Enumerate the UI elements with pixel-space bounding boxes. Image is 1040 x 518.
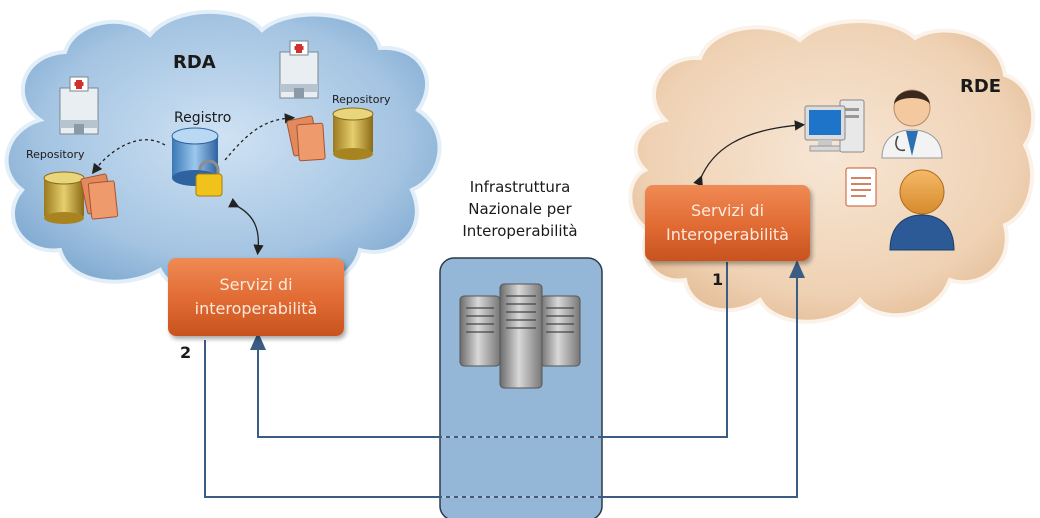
hospital-icon <box>279 40 319 99</box>
database-lock-icon <box>171 127 223 197</box>
service-box-rde-line2: Interoperabilità <box>666 225 789 244</box>
documents-icon <box>286 115 326 162</box>
documents-icon <box>845 167 877 207</box>
person-icon <box>889 169 955 251</box>
repository-right-label: Repository <box>332 93 391 106</box>
hospital-icon <box>59 76 99 135</box>
computer-icon <box>804 99 865 153</box>
service-computer-arrow <box>693 120 806 187</box>
rda-title: RDA <box>173 52 216 73</box>
doctor-icon <box>881 89 943 159</box>
registry-service-arrow <box>228 198 264 256</box>
number-1: 1 <box>712 270 724 289</box>
repository-left-label: Repository <box>26 148 85 161</box>
infrastructure-label-line1: Infrastruttura <box>469 178 571 196</box>
number-2: 2 <box>180 343 192 362</box>
coins-stack-icon <box>43 171 85 224</box>
left-cloud <box>4 9 442 295</box>
infra-dashed-segments <box>442 436 600 498</box>
service-box-rda-line1: Servizi di <box>219 275 293 294</box>
server-rack-icon <box>459 283 581 389</box>
right-cloud <box>628 19 1036 324</box>
documents-icon <box>80 173 119 220</box>
service-box-rde-line1: Servizi di <box>690 201 765 220</box>
coins-stack-icon <box>332 107 374 160</box>
service-box-rda-line2: interoperabilità <box>194 299 318 318</box>
left-cloud-arrows <box>91 113 296 175</box>
infrastructure-label: Infrastruttura Nazionale per Interoperab… <box>430 176 610 242</box>
infrastructure-label-line3: Interoperabilità <box>462 222 578 240</box>
registry-label: Registro <box>174 110 232 126</box>
infrastructure-label-line2: Nazionale per <box>468 200 572 218</box>
service-box-rde[interactable]: Servizi di Interoperabilità <box>645 185 810 261</box>
rde-title: RDE <box>960 76 1002 97</box>
service-box-rda[interactable]: Servizi di interoperabilità <box>168 258 344 336</box>
